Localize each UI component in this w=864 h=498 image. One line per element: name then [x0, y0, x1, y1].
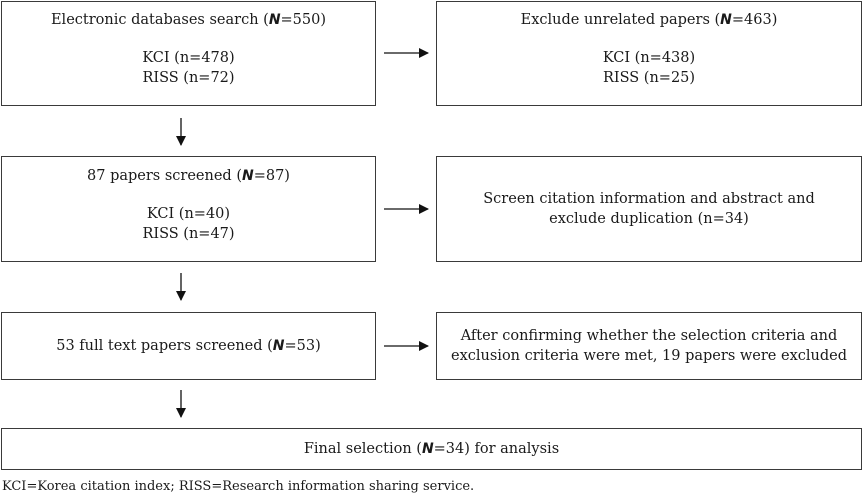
footnote: KCI=Korea citation index; RISS=Research … [2, 479, 475, 494]
box-line: After confirming whether the selection c… [460, 328, 838, 344]
box-line: RISS (n=47) [142, 226, 235, 242]
screen-citation-box: Screen citation information and abstract… [436, 156, 862, 262]
final-selection-box: Final selection (N=34) for analysis [1, 428, 862, 470]
box-line: KCI (n=438) [602, 50, 696, 66]
box-line: exclusion criteria were met, 19 papers w… [451, 348, 847, 364]
box-line: exclude duplication (n=34) [549, 211, 749, 227]
exclude-unrelated-box: Exclude unrelated papers (N=463) KCI (n=… [436, 1, 862, 106]
box-title: Electronic databases search (N=550) [50, 12, 327, 28]
box-line: RISS (n=25) [602, 70, 696, 86]
box-line: Screen citation information and abstract… [483, 191, 815, 207]
screened-box: 87 papers screened (N=87) KCI (n=40) RIS… [1, 156, 376, 262]
box-title: 87 papers screened (N=87) [87, 168, 290, 184]
database-search-box: Electronic databases search (N=550) KCI … [1, 1, 376, 106]
box-title: Final selection (N=34) for analysis [303, 441, 560, 457]
box-title: 53 full text papers screened (N=53) [56, 338, 321, 354]
criteria-exclusion-box: After confirming whether the selection c… [436, 312, 862, 380]
box-title: Exclude unrelated papers (N=463) [520, 12, 778, 28]
full-text-box: 53 full text papers screened (N=53) [1, 312, 376, 380]
box-line: KCI (n=478) [142, 50, 235, 66]
box-line: KCI (n=40) [146, 206, 231, 222]
box-line: RISS (n=72) [142, 70, 235, 86]
